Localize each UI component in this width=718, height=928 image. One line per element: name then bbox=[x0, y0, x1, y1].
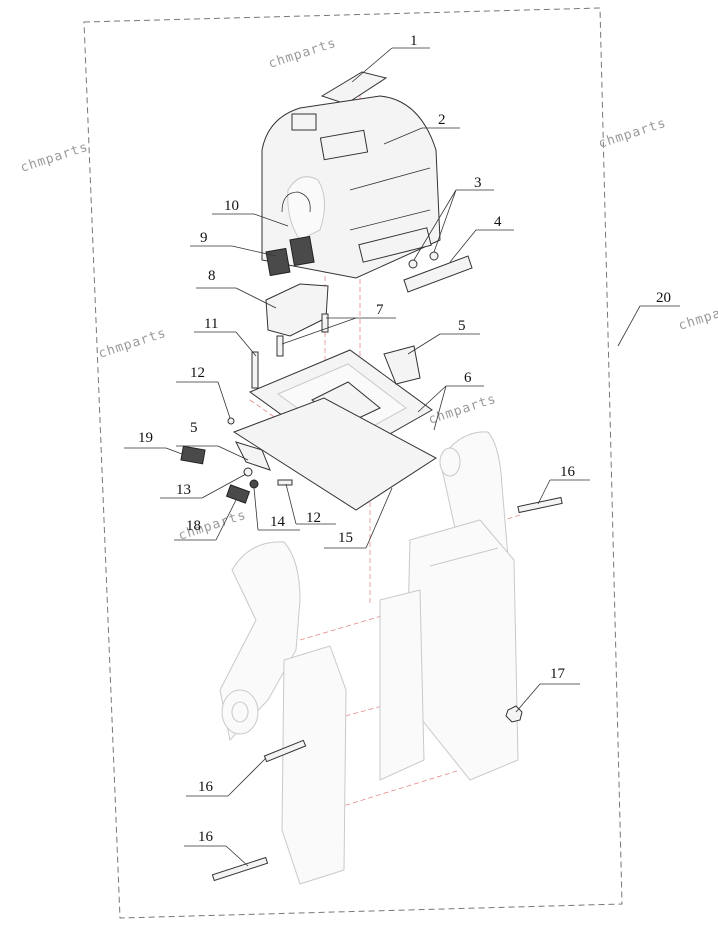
long-screw bbox=[251, 351, 259, 389]
callout-18: 18 bbox=[186, 518, 201, 534]
block-18 bbox=[225, 484, 251, 504]
callout-5-right: 5 bbox=[458, 318, 466, 334]
watermark-text: chmparts bbox=[267, 36, 339, 72]
block-19 bbox=[180, 445, 206, 465]
watermark-text: chmparts bbox=[19, 140, 91, 176]
callout-1: 1 bbox=[410, 33, 418, 49]
callout-13: 13 bbox=[176, 482, 191, 498]
callout-7: 7 bbox=[376, 302, 384, 318]
callout-11: 11 bbox=[204, 316, 218, 332]
callout-12-left: 12 bbox=[190, 365, 205, 381]
screw-pair bbox=[408, 251, 439, 269]
callout-6: 6 bbox=[464, 370, 472, 386]
switch-housing bbox=[265, 283, 329, 337]
callout-19: 19 bbox=[138, 430, 153, 446]
callout-16-right: 16 bbox=[560, 464, 576, 480]
callout-12-right: 12 bbox=[306, 510, 321, 526]
callout-numbers: 1 2 3 4 5 5 6 7 8 9 10 11 12 12 13 14 15… bbox=[138, 33, 671, 845]
callout-16-lower: 16 bbox=[198, 829, 214, 845]
callout-15: 15 bbox=[338, 530, 353, 546]
assembly-frame bbox=[83, 7, 623, 919]
callout-20: 20 bbox=[656, 290, 671, 306]
left-lever-assembly bbox=[211, 541, 425, 885]
watermark-text: chmparts bbox=[97, 326, 169, 362]
callout-2: 2 bbox=[438, 112, 446, 128]
clip-right bbox=[383, 345, 421, 385]
bracket-strip bbox=[403, 255, 473, 293]
clip-left bbox=[235, 441, 271, 471]
callout-16-middle: 16 bbox=[198, 779, 214, 795]
callout-5-left: 5 bbox=[190, 420, 198, 436]
callout-14: 14 bbox=[270, 514, 286, 530]
pin-pair bbox=[276, 313, 329, 357]
watermark-text: chmparts bbox=[427, 392, 499, 428]
watermark-text: chmparts bbox=[677, 298, 718, 334]
callout-4: 4 bbox=[494, 214, 502, 230]
gasket-plate bbox=[232, 397, 437, 511]
small-screw bbox=[227, 417, 235, 425]
small-screw bbox=[277, 479, 293, 486]
right-lever-assembly bbox=[405, 431, 563, 781]
callout-10: 10 bbox=[224, 198, 239, 214]
cable-loop bbox=[281, 191, 311, 213]
nut bbox=[249, 479, 259, 489]
watermark-text: chmparts bbox=[597, 116, 669, 152]
top-cover bbox=[261, 95, 441, 279]
callout-8: 8 bbox=[208, 268, 216, 284]
callout-9: 9 bbox=[200, 230, 208, 246]
label-plate bbox=[320, 71, 388, 105]
leader-lines bbox=[124, 47, 680, 867]
bolt-16-lower bbox=[211, 856, 269, 882]
callout-17: 17 bbox=[550, 666, 566, 682]
callout-3: 3 bbox=[474, 175, 482, 191]
